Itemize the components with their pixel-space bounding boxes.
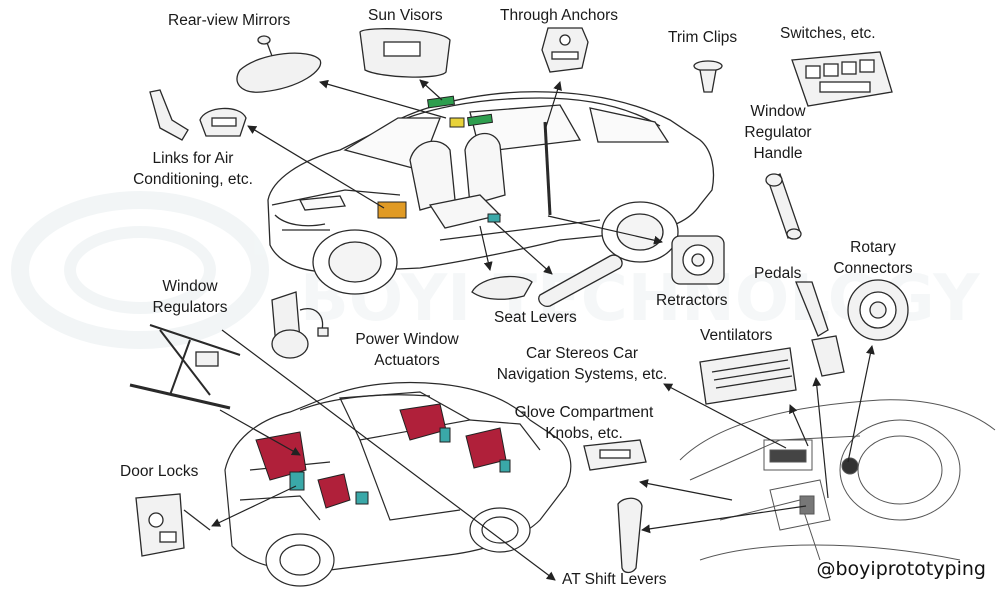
mirror-highlight [449, 117, 465, 128]
dashboard-illustration [679, 399, 996, 561]
label-pedals: Pedals [754, 265, 802, 282]
arrow-rear-view-mirrors [319, 79, 447, 119]
label-rotary-connectors-line1: Rotary [850, 239, 896, 256]
label-window-regulators: Window Regulators [140, 276, 240, 318]
label-glove-compartment: Glove Compartment Knobs, etc. [498, 402, 670, 444]
through-anchor-icon [541, 27, 589, 73]
label-window-regulators-line1: Window [162, 278, 218, 295]
sun-visor-icon [359, 28, 451, 78]
arrow-pedals [812, 377, 829, 499]
arrow-door-locks [211, 485, 297, 527]
label-car-stereos: Car Stereos Car Navigation Systems, etc. [476, 343, 688, 385]
watermark-handle: @boyiprototyping [816, 558, 987, 580]
label-sun-visors: Sun Visors [368, 7, 443, 24]
label-rear-view-mirrors: Rear-view Mirrors [168, 12, 291, 29]
arrow-window-regulators [219, 409, 301, 456]
label-trim-clips: Trim Clips [668, 29, 738, 46]
label-window-regulator-handle-line2: Regulator [744, 124, 812, 141]
retractor-icon [671, 235, 725, 285]
at-shift-lever-icon [617, 497, 643, 574]
sun-visor-highlight-2 [466, 113, 494, 127]
arrow-glove-compartment [639, 479, 733, 501]
label-retractors: Retractors [656, 292, 728, 309]
label-seat-levers: Seat Levers [494, 309, 577, 326]
bottom-car-door-parts [255, 403, 507, 509]
label-glove-compartment-line1: Glove Compartment [514, 404, 654, 421]
air-conditioning-links-icon [149, 89, 247, 141]
seat-lever-1-icon [471, 275, 533, 300]
window-switches-icon [791, 51, 893, 107]
arrow-sun-visors [419, 79, 443, 101]
label-window-regulator-handle-line3: Handle [753, 145, 803, 162]
pedals-icon [795, 281, 845, 377]
rotary-connector-icon [847, 279, 909, 341]
label-window-regulator-handle: Window Regulator Handle [730, 101, 826, 164]
label-links-air-line2: Conditioning, etc. [133, 171, 253, 188]
glove-compartment-knob-icon [583, 439, 647, 471]
label-door-locks: Door Locks [120, 463, 199, 480]
label-window-regulators-line2: Regulators [152, 299, 228, 316]
window-regulator-handle-icon [765, 173, 802, 240]
ventilator-icon [699, 347, 797, 405]
air-conditioning-link-highlight [377, 201, 407, 219]
label-car-stereos-line1: Car Stereos Car [526, 345, 638, 362]
label-power-window-actuators-line2: Actuators [374, 352, 440, 369]
label-switches: Switches, etc. [780, 25, 876, 42]
arrow-ventilators [789, 404, 809, 447]
label-ventilators: Ventilators [700, 327, 773, 344]
label-power-window-actuators: Power Window Actuators [342, 329, 472, 371]
arrow-rotary-connectors [847, 345, 875, 463]
bottom-car-illustration [224, 381, 572, 587]
door-lock-highlight-rear [355, 491, 369, 505]
label-rotary-connectors: Rotary Connectors [824, 237, 922, 279]
label-window-regulator-handle-line1: Window [750, 103, 806, 120]
arrow-seat-lever-1 [479, 225, 493, 271]
callout-arrows [211, 79, 875, 581]
label-glove-compartment-line2: Knobs, etc. [545, 425, 623, 442]
arrow-seat-lever-2 [493, 221, 553, 275]
arrow-at-shift-lever-dash [641, 505, 807, 534]
label-at-shift-levers: AT Shift Levers [562, 571, 667, 588]
arrow-links-air [247, 125, 385, 209]
label-links-air-line1: Links for Air [152, 150, 234, 167]
arrow-car-stereos [663, 383, 787, 449]
door-lock-icon [135, 493, 211, 557]
power-window-actuator-icon [271, 291, 329, 359]
seat-lever-2-icon [538, 254, 623, 307]
label-car-stereos-line2: Navigation Systems, etc. [496, 366, 668, 383]
label-links-air: Links for Air Conditioning, etc. [118, 148, 268, 190]
label-through-anchors: Through Anchors [500, 7, 619, 24]
label-rotary-connectors-line2: Connectors [833, 260, 913, 277]
label-power-window-actuators-line1: Power Window [355, 331, 459, 348]
trim-clip-icon [693, 60, 723, 93]
rear-view-mirror-icon [236, 35, 322, 93]
arrow-at-shift-levers [221, 329, 556, 581]
top-car-illustration [267, 91, 715, 295]
arrow-through-anchors [544, 81, 562, 131]
rear-lock-highlight [499, 459, 511, 473]
window-regulator-icon [129, 324, 241, 410]
seat-lever-highlight [487, 213, 501, 223]
door-lock-highlight-front [289, 471, 305, 491]
arrow-retractors [547, 215, 663, 245]
actuator-highlight [439, 427, 451, 443]
